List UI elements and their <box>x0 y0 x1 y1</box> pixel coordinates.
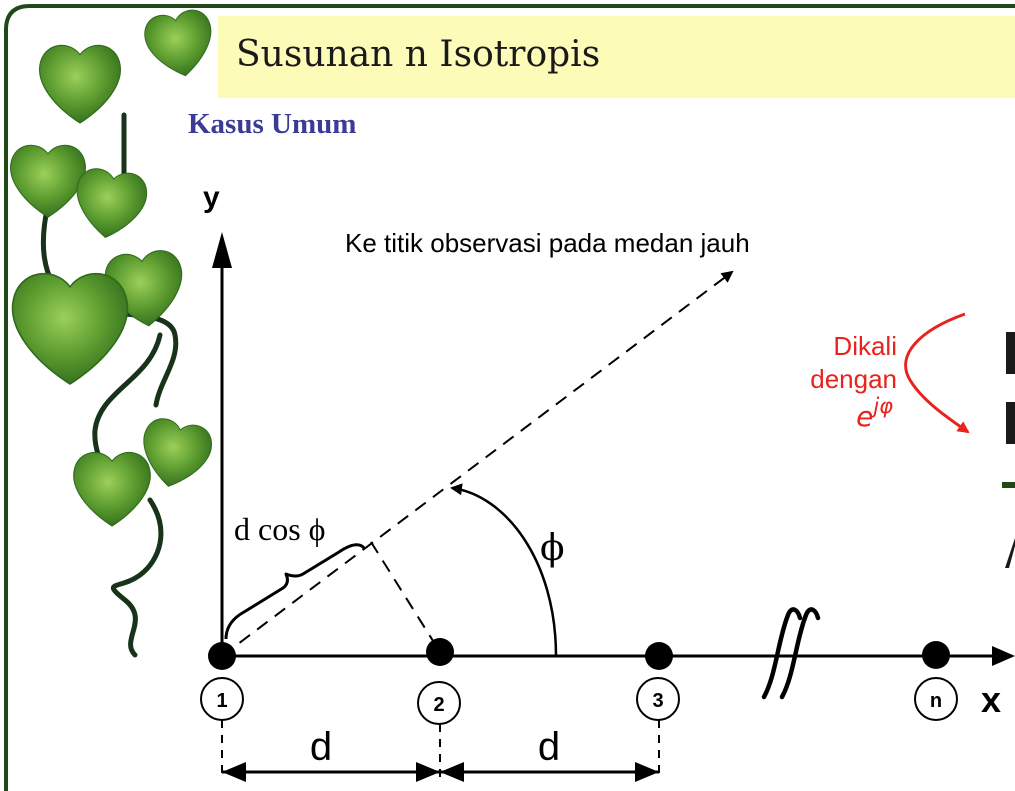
axis-break-mark <box>779 607 821 700</box>
spacing-dimension-2 <box>440 762 659 782</box>
title-banner <box>218 16 1015 98</box>
spacing-label-2: d <box>538 725 560 769</box>
y-axis-label: y <box>203 181 220 214</box>
observation-direction-label: Ke titik observasi pada medan jauh <box>345 228 750 258</box>
vine-decoration <box>10 6 215 658</box>
formula-base: e <box>856 400 873 433</box>
formula-exponent: jφ <box>870 394 893 418</box>
spacing-label-1: d <box>310 725 332 769</box>
observation-direction-line <box>221 270 734 657</box>
array-element-2: 2 <box>417 638 461 725</box>
y-axis <box>212 232 232 656</box>
slide-subtitle: Kasus Umum <box>188 108 357 140</box>
slide-title: Susunan n Isotropis <box>236 34 601 75</box>
projection-perpendicular <box>370 541 441 653</box>
annotation-formula: ejφ <box>856 394 893 433</box>
projection-brace <box>224 543 366 640</box>
array-element-n: n <box>914 641 958 721</box>
array-element-3: 3 <box>636 642 680 721</box>
axis-break-mark <box>761 607 803 700</box>
annotation-line-2: dengan <box>810 364 897 394</box>
x-axis <box>222 646 1015 666</box>
phase-annotation: Dikali dengan ejφ <box>810 312 970 434</box>
annotation-line-1: Dikali <box>833 331 897 361</box>
angle-label: ϕ <box>540 528 565 569</box>
element-1-label: 1 <box>216 690 227 712</box>
clipped-content <box>1002 332 1015 568</box>
element-2-label: 2 <box>433 694 444 716</box>
x-axis-label: x <box>981 679 1001 720</box>
element-n-label: n <box>930 690 942 712</box>
spacing-dimension-1 <box>222 762 440 782</box>
angle-arc <box>450 483 558 657</box>
array-element-1: 1 <box>200 642 244 721</box>
projection-label: d cos ϕ <box>234 511 326 547</box>
annotation-arrow <box>904 312 970 434</box>
element-3-label: 3 <box>652 690 663 712</box>
